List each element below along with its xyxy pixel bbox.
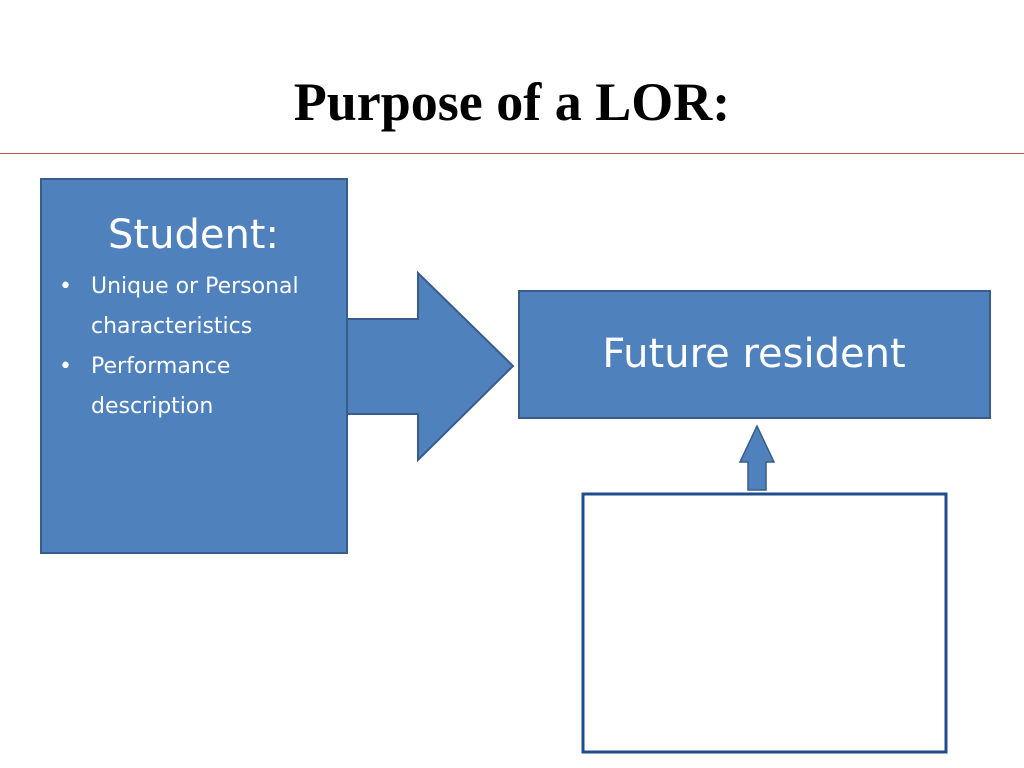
future-resident-box-shape — [518, 290, 991, 419]
bullet-icon: • — [59, 354, 72, 379]
student-bullet-list: • Unique or Personal characteristics • P… — [53, 267, 334, 427]
student-heading: Student: — [108, 212, 279, 258]
future-resident-label: Future resident — [602, 331, 906, 377]
slide-title: Purpose of a LOR: — [293, 72, 731, 132]
bullet-icon: • — [59, 274, 72, 299]
title-divider — [0, 153, 1024, 154]
student-bullet-text: Unique or Personal characteristics — [91, 274, 299, 339]
empty-outline-box — [581, 492, 948, 754]
up-arrow — [738, 424, 776, 491]
student-bullet-item: • Unique or Personal characteristics — [53, 267, 334, 347]
student-box-shape — [40, 178, 348, 554]
student-bullet-text: Performance description — [91, 354, 231, 419]
student-box: Student: • Unique or Personal characteri… — [41, 179, 344, 550]
student-bullet-item: • Performance description — [53, 347, 334, 427]
right-block-arrow — [329, 270, 515, 463]
